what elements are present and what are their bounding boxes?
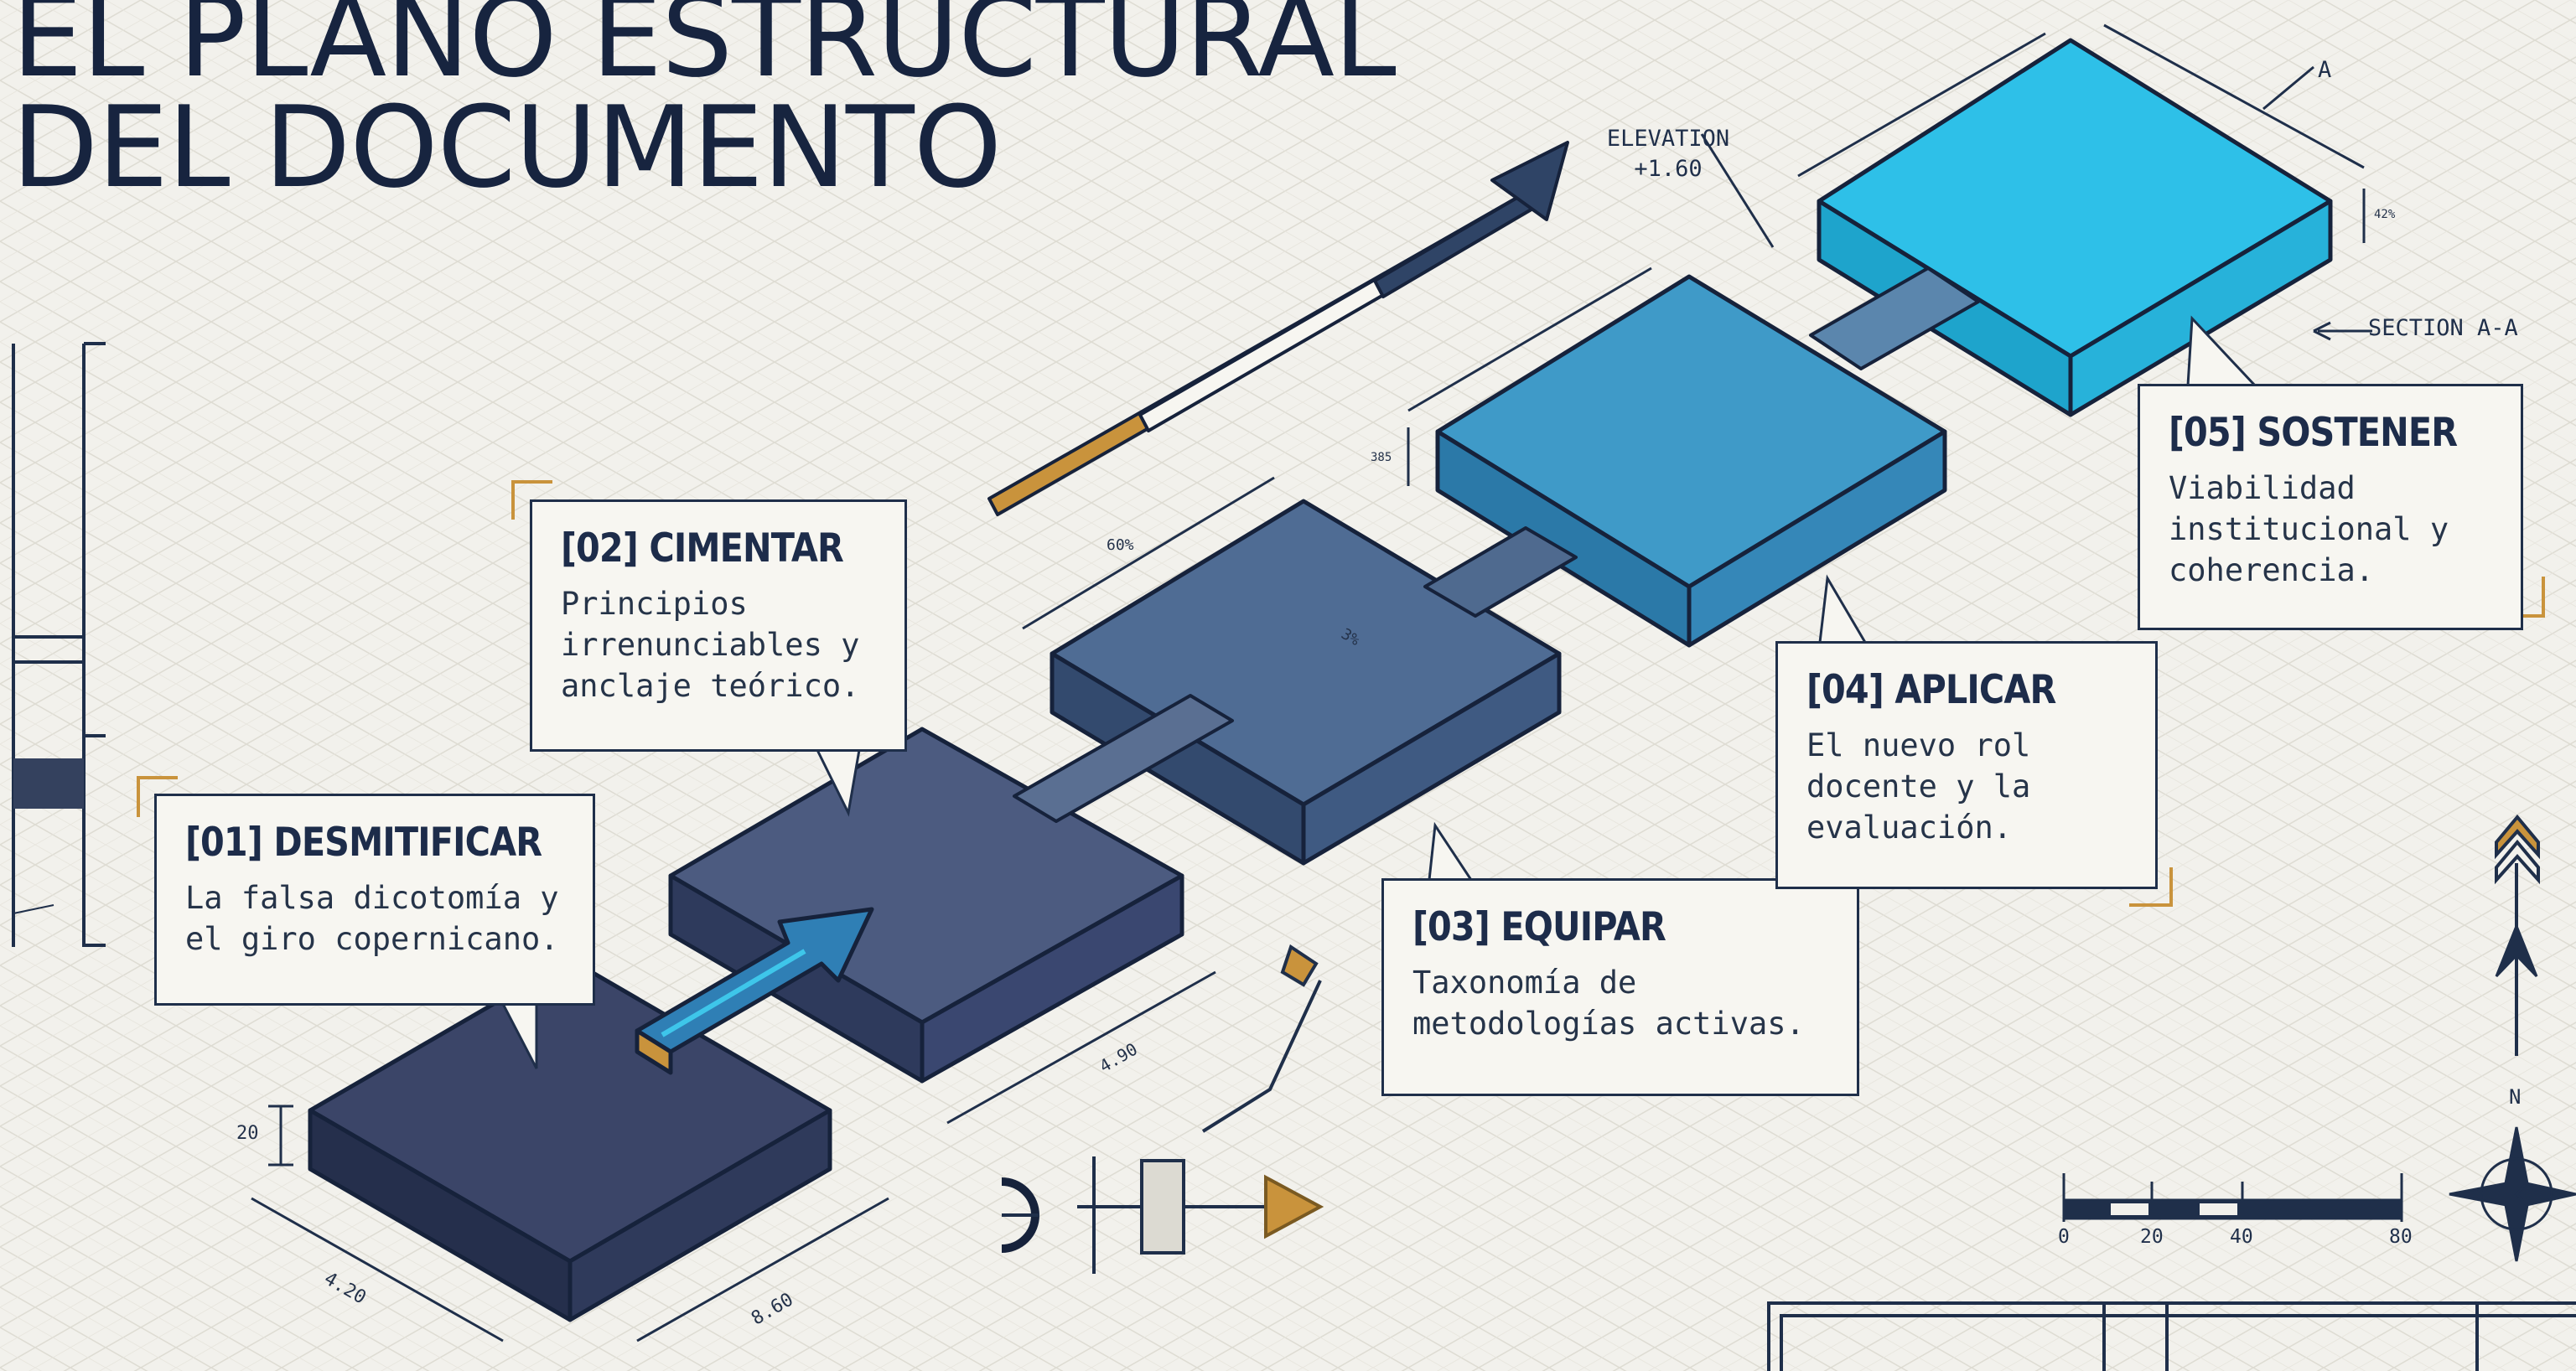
callout-01-desmitificar: [01] DESMITIFICAR La falsa dicotomía y e… [154,794,595,1006]
page-title-line-1: EL PLANO ESTRUCTURAL [12,0,1397,102]
callout-04-heading: [04] APLICAR [1806,667,2056,713]
scale-tick-0: 0 [2058,1226,2070,1248]
callout-03-equipar: [03] EQUIPAR Taxonomía de metodologías a… [1381,878,1859,1096]
callout-01-heading: [01] DESMITIFICAR [185,820,542,866]
scale-tick-20: 20 [2140,1226,2164,1248]
callout-04-text: El nuevo rol docente y la evaluación. [1806,727,2031,846]
callout-01-text: La falsa dicotomía y el giro copernicano… [185,880,559,957]
callout-02-cimentar: [02] CIMENTAR Principios irrenunciables … [530,499,907,752]
callout-04-aplicar: [04] APLICAR El nuevo rol docente y la e… [1775,641,2158,889]
callout-02-text: Principios irrenunciables y anclaje teór… [561,586,860,704]
bottom-symbols [1001,944,1324,1274]
callout-03-text: Taxonomía de metodologías activas. [1412,965,1805,1042]
direction-arrow [987,141,1569,516]
section-label: SECTION A-A [2368,315,2518,341]
block-4-aplicar [1435,274,1947,648]
dim-block5-height: 42% [2374,208,2396,221]
callout-05-text: Viabilidad institucional y coherencia. [2169,470,2449,588]
scale-tick-80: 80 [2389,1226,2413,1248]
entry-arrow [635,907,874,1075]
elevation-label: ELEVATION [1606,126,1730,152]
scale-tick-40: 40 [2230,1226,2253,1248]
callout-03-heading: [03] EQUIPAR [1412,904,1666,950]
dim-block4-height: 385 [1371,451,1392,464]
up-chevrons-icon [2495,814,2540,885]
callout-05-heading: [05] SOSTENER [2169,410,2458,456]
section-marker: A [2318,57,2332,83]
compass-rose-icon [2449,863,2576,1262]
callout-05-sostener: [05] SOSTENER Viabilidad institucional y… [2138,384,2523,630]
title-block-frame [1767,1301,2576,1371]
connector-beams [1013,266,1980,823]
elevation-value: +1.60 [1634,156,1703,182]
dim-block3-width: 60% [1107,536,1134,554]
page-title-line-2: DEL DOCUMENTO [12,82,1002,213]
scale-bar [2062,1173,2403,1222]
left-gauge [12,342,106,947]
callout-02-heading: [02] CIMENTAR [561,525,844,572]
dimension-lines [251,23,2372,1343]
page-title: EL PLANO ESTRUCTURAL DEL DOCUMENTO [12,0,1397,204]
dim-block1-height: 20 [236,1123,259,1144]
north-label: N [2509,1085,2522,1109]
elevation-annotation: ELEVATION +1.60 [1593,124,1744,184]
